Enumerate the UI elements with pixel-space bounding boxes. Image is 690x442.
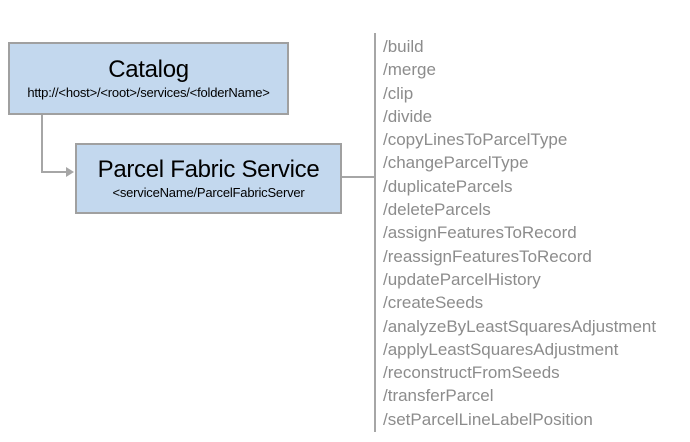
operations-list: /build/merge/clip/divide/copyLinesToParc… bbox=[383, 35, 656, 431]
arrowhead-icon bbox=[66, 167, 74, 177]
connector-catalog-horizontal bbox=[41, 171, 66, 173]
operation-item: /analyzeByLeastSquaresAdjustment bbox=[383, 316, 657, 336]
parcel-fabric-service-url-pattern: <serviceName/ParcelFabricServer bbox=[112, 185, 305, 201]
operation-item: /build bbox=[383, 37, 424, 56]
connector-catalog-vertical bbox=[41, 115, 43, 173]
connector-service-to-operations bbox=[342, 176, 375, 178]
operation-item: /merge bbox=[383, 60, 436, 80]
operation-item: /deleteParcels bbox=[383, 200, 491, 220]
catalog-url-pattern: http://<host>/<root>/services/<folderNam… bbox=[27, 85, 270, 101]
parcel-fabric-service-node: Parcel Fabric Service <serviceName/Parce… bbox=[75, 143, 342, 214]
operation-item: /applyLeastSquaresAdjustment bbox=[383, 339, 619, 359]
catalog-title: Catalog bbox=[108, 56, 189, 84]
operation-item: /duplicateParcels bbox=[383, 176, 513, 196]
operation-item: /changeParcelType bbox=[383, 153, 529, 173]
parcel-fabric-service-title: Parcel Fabric Service bbox=[97, 156, 320, 184]
operation-item: /transferParcel bbox=[383, 386, 494, 406]
operation-item: /clip bbox=[383, 83, 414, 103]
operation-item: /setParcelLineLabelPosition bbox=[383, 409, 593, 429]
operation-item: /updateParcelHistory bbox=[383, 269, 541, 289]
operation-item: /assignFeaturesToRecord bbox=[383, 223, 577, 243]
operations-divider-line bbox=[374, 33, 376, 432]
operation-item: /createSeeds bbox=[383, 293, 484, 313]
operation-item: /copyLinesToParcelType bbox=[383, 130, 568, 150]
operation-item: /divide bbox=[383, 106, 433, 126]
operation-item: /reconstructFromSeeds bbox=[383, 363, 560, 383]
operation-item: /reassignFeaturesToRecord bbox=[383, 246, 592, 266]
catalog-node: Catalog http://<host>/<root>/services/<f… bbox=[8, 42, 289, 115]
